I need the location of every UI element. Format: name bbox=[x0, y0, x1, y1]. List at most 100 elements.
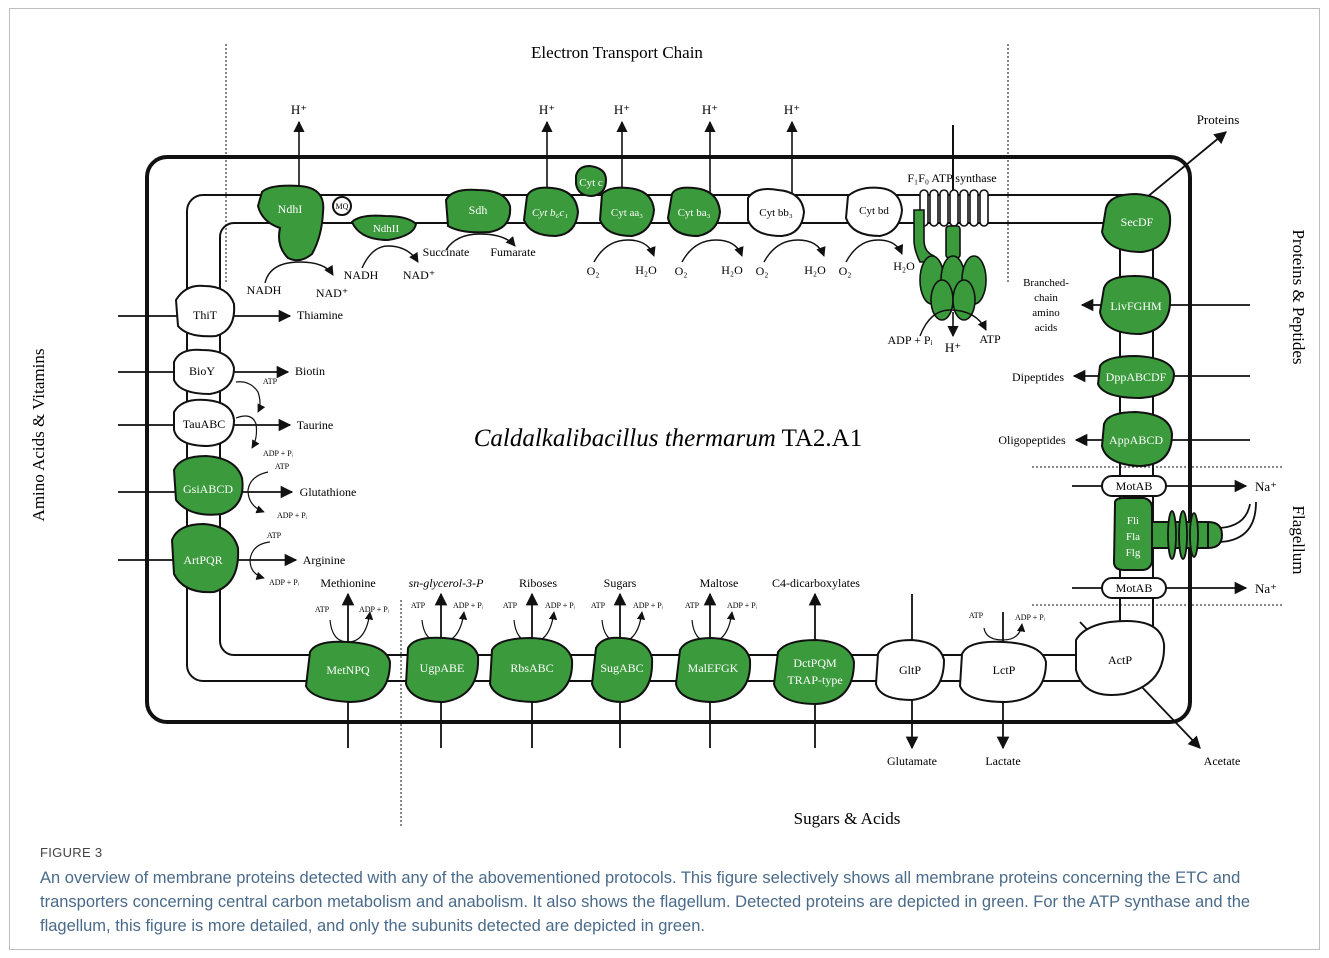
artpqr-label: ArtPQR bbox=[183, 553, 222, 567]
riboses-label: Riboses bbox=[519, 576, 557, 590]
cytaa3-protein bbox=[598, 186, 656, 238]
flagellar-hook bbox=[1207, 520, 1224, 550]
motab-top bbox=[1101, 475, 1167, 497]
gsiabcd-protein bbox=[172, 454, 244, 516]
adp-pi-small-label: ADP + Pᵢ bbox=[269, 578, 300, 587]
hplus-label: H⁺ bbox=[539, 102, 555, 117]
thit-protein bbox=[174, 284, 236, 338]
arginine-label: Arginine bbox=[303, 553, 345, 567]
left-transporters: ThiT Thiamine BioY Biotin ATP TauABC Tau… bbox=[118, 284, 356, 594]
glycerol-label: sn-glycerol-3-P bbox=[409, 576, 485, 590]
lactate-label: Lactate bbox=[985, 754, 1020, 768]
cytbb3-label: Cyt bb₃ bbox=[759, 207, 793, 219]
lctp-label: LctP bbox=[993, 663, 1016, 677]
appabcd-protein bbox=[1100, 410, 1174, 468]
ugpabe-protein bbox=[404, 636, 480, 704]
hplus-label: H⁺ bbox=[291, 102, 307, 117]
adp-pi-small-label: ADP + Pᵢ bbox=[263, 449, 294, 458]
hplus-label: H⁺ bbox=[614, 102, 630, 117]
section-title-aminoacids: Amino Acids & Vitamins bbox=[29, 349, 48, 522]
mq-circle bbox=[332, 196, 352, 216]
cytc-protein bbox=[575, 164, 608, 198]
h2o-label: H₂O bbox=[893, 259, 915, 273]
section-title-etc: Electron Transport Chain bbox=[531, 43, 703, 62]
maltose-label: Maltose bbox=[700, 576, 739, 590]
organism-name: Caldalkalibacillus thermarum TA2.A1 bbox=[474, 425, 863, 452]
proteins-label: Proteins bbox=[1197, 112, 1240, 127]
atp-small-label: ATP bbox=[503, 601, 518, 610]
right-transporters: Proteins SecDF LivFGHM Branched- chain a… bbox=[998, 112, 1250, 468]
dppabcdf-protein bbox=[1096, 354, 1176, 400]
o2-label: O₂ bbox=[839, 264, 852, 278]
metnpq-protein bbox=[304, 640, 392, 704]
adp-pi-small-label: ADP + Pᵢ bbox=[359, 605, 390, 614]
motab-label: MotAB bbox=[1116, 581, 1153, 595]
fli-label: Fli bbox=[1127, 515, 1139, 527]
svg-text:amino: amino bbox=[1032, 307, 1060, 319]
fumarate-label: Fumarate bbox=[490, 245, 535, 259]
hplus-label: H⁺ bbox=[702, 102, 718, 117]
section-dividers bbox=[225, 44, 1282, 828]
cytba3-label: Cyt ba₃ bbox=[678, 207, 711, 219]
gltp-label: GltP bbox=[899, 663, 921, 677]
ugpabe-label: UgpABE bbox=[420, 661, 465, 675]
figure-frame bbox=[9, 8, 1320, 950]
nadplus-label-2: NAD⁺ bbox=[403, 268, 435, 282]
nadh-label: NADH bbox=[247, 283, 282, 297]
figure-caption: An overview of membrane proteins detecte… bbox=[40, 869, 1251, 935]
svg-text:acids: acids bbox=[1035, 322, 1058, 334]
bottom-transporters: ATP ADP + Pᵢ ATP ADP + Pᵢ ATP ADP + Pᵢ A… bbox=[304, 576, 1240, 768]
adp-pi-small-label: ADP + Pᵢ bbox=[277, 511, 308, 520]
flagellum-group: MotAB MotAB Na⁺ Na⁺ Fli Fla Flg bbox=[1072, 475, 1277, 599]
mq-label: MQ bbox=[336, 202, 349, 211]
actp-label: ActP bbox=[1108, 653, 1132, 667]
adp-pi-small-label: ADP + Pᵢ bbox=[545, 601, 576, 610]
etc-group: H⁺ H⁺ H⁺ H⁺ H⁺ NdhI NADH NAD⁺ MQ NdhII N… bbox=[247, 102, 1001, 355]
malefgk-protein bbox=[674, 636, 752, 704]
section-title-sugars: Sugars & Acids bbox=[794, 809, 901, 828]
flagellar-filament bbox=[1219, 501, 1257, 543]
ndhii-protein bbox=[350, 214, 418, 242]
adp-pi-small-label: ADP + Pᵢ bbox=[633, 601, 664, 610]
dppabcdf-label: DppABCDF bbox=[1106, 370, 1167, 384]
o2-label: O₂ bbox=[587, 264, 600, 278]
flg-label: Flg bbox=[1126, 547, 1141, 559]
adp-pi-small-label: ADP + Pᵢ bbox=[1015, 613, 1046, 622]
sugars-label: Sugars bbox=[604, 576, 637, 590]
adp-pi-small-label: ADP + Pᵢ bbox=[453, 601, 484, 610]
atp-small-label: ATP bbox=[275, 462, 290, 471]
secdf-label: SecDF bbox=[1121, 215, 1154, 229]
livfghm-label: LivFGHM bbox=[1110, 299, 1162, 313]
branched-chain-label: Branched- chain amino acids bbox=[1023, 277, 1069, 334]
cytbd-protein bbox=[844, 186, 904, 238]
figure-label: FIGURE 3 bbox=[40, 845, 103, 860]
cytba3-protein bbox=[666, 186, 722, 238]
appabcd-label: AppABCD bbox=[1109, 433, 1163, 447]
thiamine-label: Thiamine bbox=[297, 308, 343, 322]
secdf-protein bbox=[1100, 192, 1172, 254]
fli-fla-flg-complex bbox=[1112, 497, 1153, 571]
biotin-label: Biotin bbox=[295, 364, 325, 378]
atp-label: ATP bbox=[979, 332, 1001, 346]
cytaa3-label: Cyt aa₃ bbox=[611, 207, 643, 219]
section-title-flagellum: Flagellum bbox=[1289, 506, 1308, 575]
hplus-label-atp: H⁺ bbox=[945, 340, 961, 355]
atp-synthase-c-ring bbox=[919, 189, 989, 227]
nadplus-label: NAD⁺ bbox=[316, 286, 348, 300]
ndhi-protein bbox=[256, 184, 325, 262]
atp-small-label: ATP bbox=[969, 611, 984, 620]
glutamate-label: Glutamate bbox=[887, 754, 937, 768]
tauabc-label: TauABC bbox=[183, 417, 226, 431]
bioy-label: BioY bbox=[189, 364, 215, 378]
motab-label: MotAB bbox=[1116, 479, 1153, 493]
succinate-label: Succinate bbox=[423, 245, 470, 259]
metnpq-label: MetNPQ bbox=[326, 663, 370, 677]
section-title-proteins: Proteins & Peptides bbox=[1289, 229, 1308, 364]
oligopeptides-label: Oligopeptides bbox=[998, 433, 1066, 447]
cytb6c1-protein bbox=[522, 186, 580, 238]
tauabc-protein bbox=[173, 398, 236, 448]
malefgk-label: MalEFGK bbox=[688, 661, 739, 675]
h2o-label: H₂O bbox=[721, 263, 743, 277]
atp-small-label: ATP bbox=[411, 601, 426, 610]
adp-pi-label: ADP + Pᵢ bbox=[888, 333, 933, 347]
